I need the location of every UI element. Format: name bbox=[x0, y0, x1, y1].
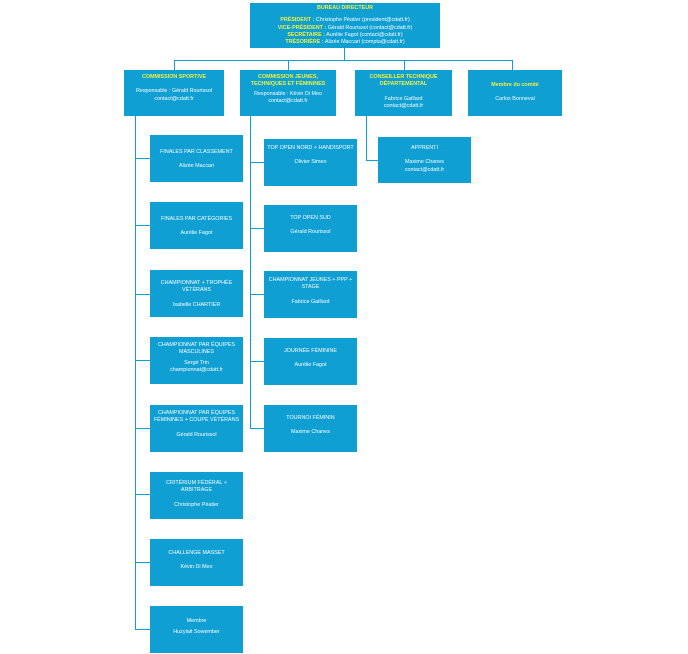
connector-line bbox=[250, 428, 264, 429]
sportive-item-name: Isabelle CHARTIER bbox=[172, 301, 221, 308]
sportive-item-box: CHAMPIONNAT PAR ÉQUIPES FÉMININES + COUP… bbox=[150, 405, 243, 452]
president-name: Christophe Péatier (president@cdatt.fr) bbox=[315, 17, 410, 24]
conseiller-email: contact@cdatt.fr bbox=[383, 102, 424, 109]
sportive-item-title: CHALLENGE MASSET bbox=[168, 550, 225, 556]
connector-line bbox=[288, 60, 289, 70]
connector-line bbox=[344, 48, 345, 60]
apprenti-name: Maxime Chanes bbox=[405, 159, 444, 166]
sportive-item-name: Sergé Trin bbox=[184, 359, 209, 366]
jeunes-item-box: CHAMPIONNAT JEUNES + PPP + STAGE Fabrice… bbox=[264, 271, 357, 318]
sportive-item-box: CRITÉRIUM FÉDÉRAL + ARBITRAGE Christophe… bbox=[150, 472, 243, 519]
jeunes-item-title: CHAMPIONNAT JEUNES + PPP + STAGE bbox=[268, 277, 353, 291]
sportive-item-title: CHAMPIONNAT PAR ÉQUIPES MASCULINES bbox=[158, 342, 235, 356]
apprenti-email: contact@cdatt.fr bbox=[404, 166, 445, 173]
apprenti-title: APPRENTI bbox=[411, 145, 438, 151]
sportive-item-name: Christophe Péatier bbox=[174, 501, 219, 508]
secretaire-role: SECRÉTAIRE : bbox=[287, 31, 325, 38]
connector-line bbox=[366, 116, 367, 160]
connector-line bbox=[512, 60, 513, 70]
connector-line bbox=[250, 116, 251, 429]
sportive-item-box: FINALES PAR CATÉGORIES Aurélie Fagot bbox=[150, 202, 243, 249]
tresoriere-role: TRÉSORIÈRE : bbox=[285, 39, 324, 46]
sportive-item-name: Gérald Rourissol bbox=[176, 431, 217, 438]
sportive-item-title: FINALES PAR CATÉGORIES bbox=[160, 216, 233, 222]
sportive-item-box: CHAMPIONNAT + TROPHÉE VÉTÉRANS Isabelle … bbox=[150, 270, 243, 317]
sportive-item-box: FINALES PAR CLASSEMENT Alizée Maccari bbox=[150, 135, 243, 182]
connector-line bbox=[250, 294, 264, 295]
jeunes-item-name: Gérald Rourissol bbox=[290, 229, 331, 236]
jeunes-item-title: TOURNOI FÉMININ bbox=[286, 415, 335, 421]
tresoriere-name: Alizée Maccari (compta@cdatt.fr) bbox=[324, 39, 405, 46]
commission-sportive-title: COMMISSION SPORTIVE bbox=[141, 74, 207, 80]
conseiller-technique-box: CONSEILLER TECHNIQUE DÉPARTEMENTAL Fabri… bbox=[355, 70, 452, 116]
sportive-item-email: championnat@cdatt.fr bbox=[170, 366, 223, 373]
connector-line bbox=[135, 629, 150, 630]
bureau-directeur-box: BUREAU DIRECTEUR PRÉSIDENT : Christophe … bbox=[250, 3, 440, 48]
vice-role: VICE-PRÉSIDENT : bbox=[277, 24, 327, 31]
commission-sportive-box: COMMISSION SPORTIVE Responsable : Gérald… bbox=[124, 70, 224, 116]
commission-sportive-resp: Responsable : Gérald Rourissol bbox=[135, 88, 213, 95]
connector-line bbox=[135, 494, 150, 495]
commission-jeunes-box: COMMISSION JEUNES, TECHNIQUES ET FÉMININ… bbox=[240, 70, 336, 116]
sportive-item-name: Kévin Di Meo bbox=[180, 564, 213, 571]
sportive-item-title: Membre bbox=[186, 618, 207, 624]
connector-line bbox=[135, 428, 150, 429]
connector-line bbox=[135, 294, 150, 295]
jeunes-item-name: Maxime Chanes bbox=[291, 429, 330, 436]
jeunes-item-box: JOURNÉE FÉMININE Aurélie Fagot bbox=[264, 338, 357, 385]
bureau-title: BUREAU DIRECTEUR bbox=[316, 5, 373, 11]
connector-line bbox=[366, 160, 379, 161]
jeunes-item-name: Fabrice Gaillard bbox=[291, 298, 330, 305]
president-role: PRÉSIDENT : bbox=[280, 17, 315, 24]
sportive-item-title: CHAMPIONNAT PAR ÉQUIPES FÉMININES + COUP… bbox=[153, 410, 240, 424]
jeunes-item-box: TOP OPEN SUD Gérald Rourissol bbox=[264, 205, 357, 252]
commission-sportive-email: contact@cdatt.fr bbox=[154, 95, 194, 102]
sportive-item-title: CRITÉRIUM FÉDÉRAL + ARBITRAGE bbox=[166, 480, 227, 494]
membre-comite-name: Carlos Bonneval bbox=[495, 96, 535, 103]
connector-line bbox=[250, 162, 264, 163]
membre-comite-title: Membre du comité bbox=[491, 82, 539, 88]
sportive-item-box: Membre Huzylait Sowember bbox=[150, 606, 243, 653]
sportive-item-name: Aurélie Fagot bbox=[180, 230, 213, 237]
conseiller-title: CONSEILLER TECHNIQUE DÉPARTEMENTAL bbox=[369, 74, 438, 88]
jeunes-item-title: TOP OPEN NORD + HANDISPORT bbox=[267, 145, 354, 151]
connector-line bbox=[135, 562, 150, 563]
sportive-item-name: Huzylait Sowember bbox=[173, 629, 220, 636]
sportive-item-title: FINALES PAR CLASSEMENT bbox=[160, 149, 233, 155]
vice-name: Gérald Rourissol (contact@cdatt.fr) bbox=[327, 24, 413, 31]
jeunes-item-name: Aurélie Fagot bbox=[294, 362, 327, 369]
connector-line bbox=[135, 225, 150, 226]
connector-line bbox=[174, 60, 175, 70]
membre-comite-box: Membre du comité Carlos Bonneval bbox=[468, 70, 562, 116]
jeunes-item-title: JOURNÉE FÉMININE bbox=[283, 348, 337, 354]
connector-line bbox=[404, 60, 405, 70]
connector-line bbox=[135, 360, 150, 361]
commission-jeunes-email: contact@cdatt.fr bbox=[268, 97, 308, 104]
commission-jeunes-title: COMMISSION JEUNES, TECHNIQUES ET FÉMININ… bbox=[250, 74, 326, 88]
sportive-item-title: CHAMPIONNAT + TROPHÉE VÉTÉRANS bbox=[160, 280, 233, 294]
sportive-item-box: CHAMPIONNAT PAR ÉQUIPES MASCULINES Sergé… bbox=[150, 337, 243, 384]
connector-line bbox=[250, 228, 264, 229]
apprenti-box: APPRENTI Maxime Chanes contact@cdatt.fr bbox=[378, 137, 471, 183]
jeunes-item-name: Olivier Simeo bbox=[294, 159, 327, 166]
jeunes-item-box: TOURNOI FÉMININ Maxime Chanes bbox=[264, 405, 357, 452]
sportive-item-name: Alizée Maccari bbox=[178, 163, 215, 170]
jeunes-item-box: TOP OPEN NORD + HANDISPORT Olivier Simeo bbox=[264, 139, 357, 186]
connector-line bbox=[135, 158, 150, 159]
sportive-item-box: CHALLENGE MASSET Kévin Di Meo bbox=[150, 539, 243, 586]
connector-line bbox=[135, 116, 136, 630]
secretaire-name: Aurélie Fagot (contact@cdatt.fr) bbox=[326, 31, 403, 38]
jeunes-item-title: TOP OPEN SUD bbox=[290, 215, 331, 221]
connector-line bbox=[174, 60, 512, 61]
conseiller-name: Fabrice Gaillard bbox=[384, 95, 423, 102]
commission-jeunes-resp: Responsable : Kévin Di Meo bbox=[253, 90, 323, 97]
connector-line bbox=[250, 361, 264, 362]
